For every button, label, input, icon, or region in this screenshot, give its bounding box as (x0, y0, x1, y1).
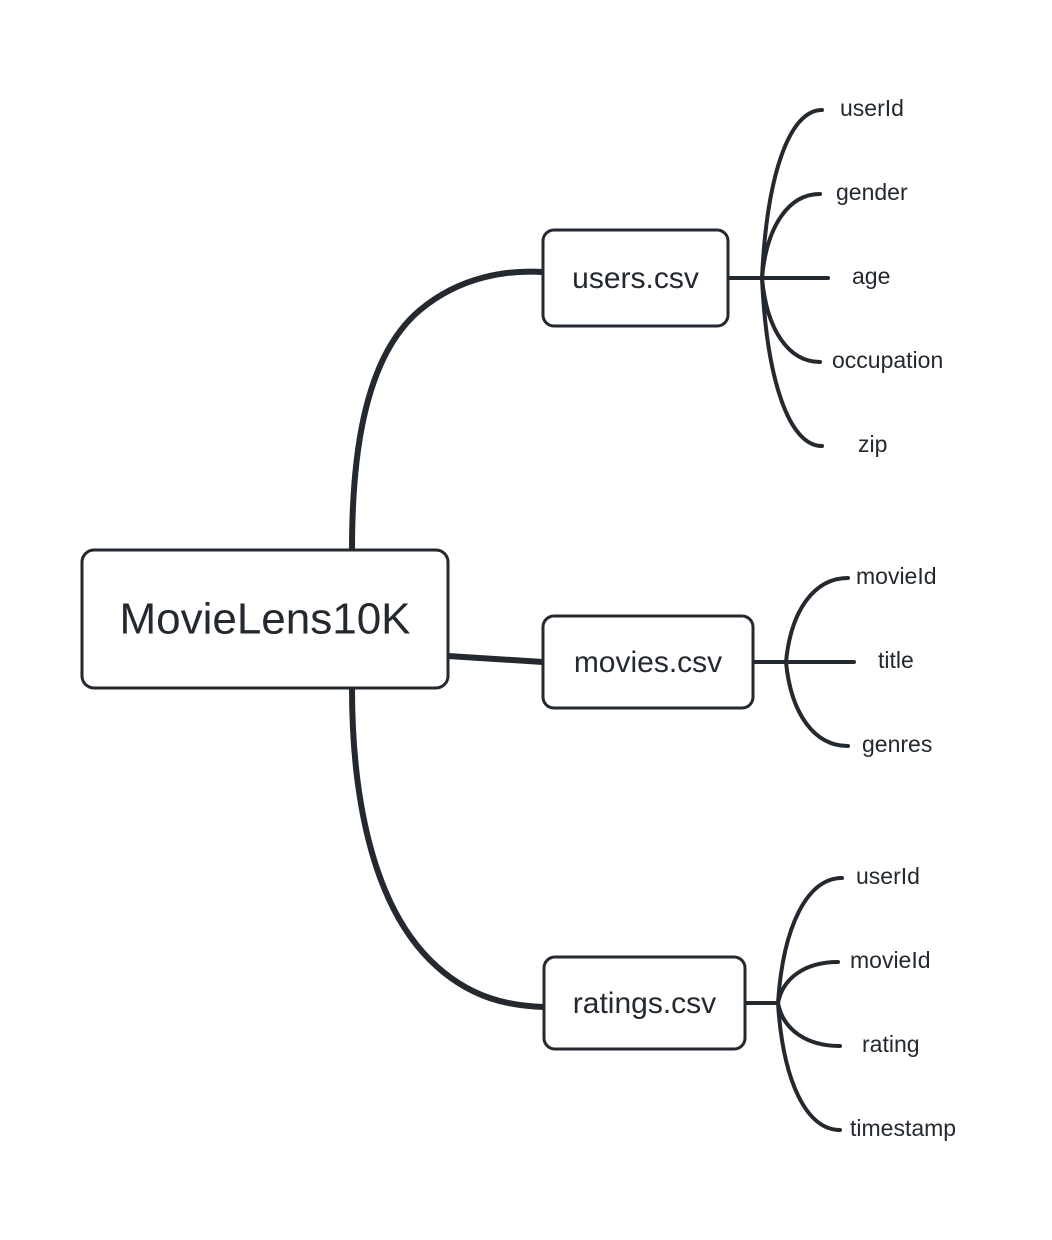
edge-users-leaf-4 (760, 276, 824, 448)
trunk-edges (349, 268, 547, 1010)
edge-movies-leaf-2 (784, 660, 850, 748)
leaf-label-users-zip: zip (858, 431, 887, 457)
edge-root-to-movies (445, 653, 546, 665)
node-box-ratings[interactable] (542, 955, 747, 1051)
leaf-label-ratings-userId: userId (856, 863, 920, 889)
leaf-label-users-gender: gender (836, 179, 908, 205)
node-label-ratings: ratings.csv (573, 987, 716, 1020)
node-label-root: MovieLens10K (119, 595, 410, 644)
leaf-label-movies-movieId: movieId (856, 563, 937, 589)
branch-edges (726, 108, 856, 1132)
edge-users-leaf-0 (760, 108, 824, 280)
leaf-label-ratings-timestamp: timestamp (850, 1115, 956, 1141)
leaf-label-users-occupation: occupation (832, 347, 943, 373)
leaf-label-ratings-movieId: movieId (850, 947, 931, 973)
node-box-users[interactable] (541, 228, 730, 328)
edge-ratings-leaf-3 (776, 1001, 842, 1132)
edge-root-to-ratings (349, 685, 547, 1010)
leaf-label-ratings-rating: rating (862, 1031, 920, 1057)
leaf-label-users-age: age (852, 263, 890, 289)
node-box-movies[interactable] (541, 614, 755, 710)
leaf-label-movies-genres: genres (862, 731, 932, 757)
leaf-label-movies-title: title (878, 647, 914, 673)
nodes: users.csv movies.csv ratings.csv MovieLens1… (80, 228, 755, 1051)
edge-ratings-leaf-0 (776, 876, 844, 1005)
edge-ratings-leaf-2 (776, 1001, 842, 1048)
node-box-root[interactable] (80, 548, 450, 690)
node-label-movies: movies.csv (574, 646, 722, 679)
edge-users-leaf-1 (760, 192, 822, 280)
edge-ratings-leaf-1 (776, 960, 840, 1005)
edge-movies-leaf-0 (784, 576, 850, 664)
leaf-labels: userId gender age occupation zip movieId title… (832, 95, 956, 1141)
node-label-users: users.csv (572, 262, 699, 295)
leaf-label-users-userId: userId (840, 95, 904, 121)
edge-root-to-users (349, 268, 546, 553)
